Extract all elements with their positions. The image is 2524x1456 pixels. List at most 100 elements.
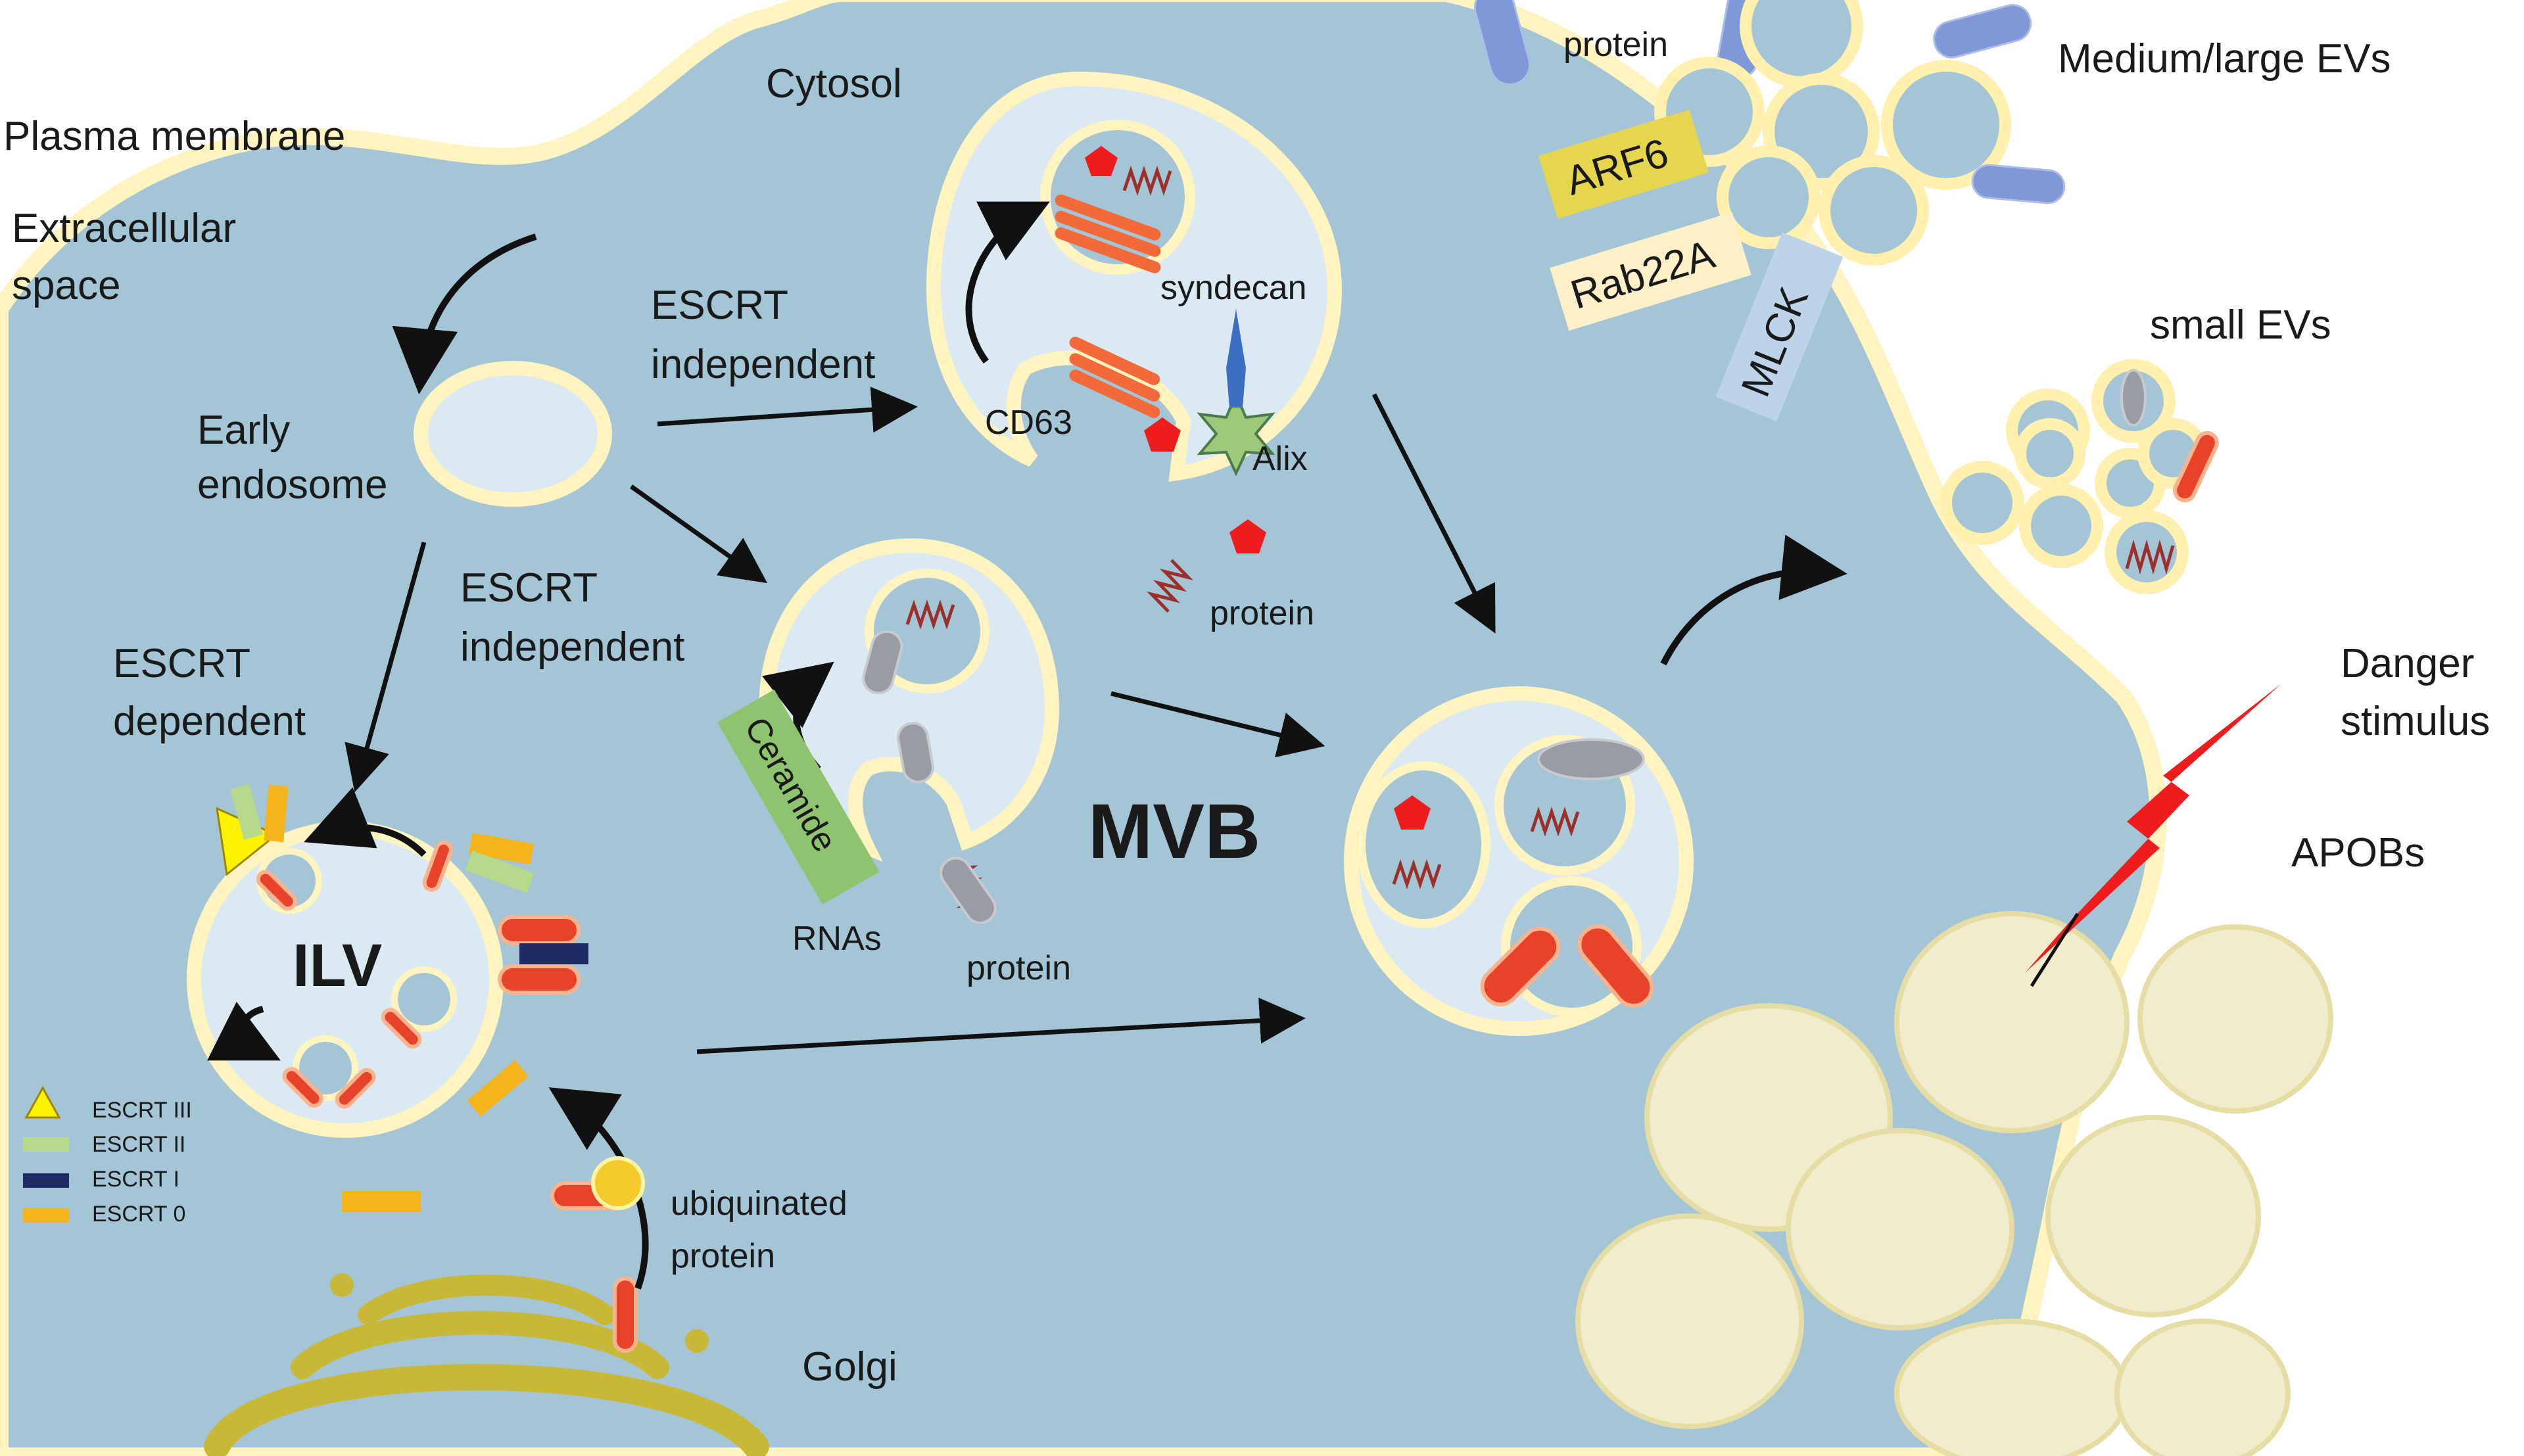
escrt-independent-mid-label-2: independent (460, 624, 684, 670)
small-evs-label: small EVs (2150, 302, 2331, 348)
surface-protein (1933, 4, 2032, 59)
apob (2137, 924, 2333, 1114)
endocytosis-arrow (392, 233, 537, 394)
medium-ev (1740, 0, 1863, 88)
escrt-independent-top-label-1: ESCRT (651, 283, 788, 328)
extracellular-label-2: space (12, 263, 120, 308)
ubiquitinated-cargo (335, 1068, 376, 1109)
ilv-mvb: ILV (187, 787, 504, 1138)
arrow-to-ilv-mvb (345, 542, 427, 793)
ilv-label: ILV (293, 932, 382, 999)
cd63-budding-arrow (965, 201, 1050, 364)
ilv-bud (391, 966, 457, 1032)
golgi-label: Golgi (802, 1344, 897, 1390)
escrt-dependent-label-2: dependent (113, 699, 306, 744)
ubiquitinated-cargo (498, 964, 581, 995)
ubiquitin-icon (591, 1156, 645, 1210)
lipid-cargo (1577, 924, 1654, 1008)
ubiquinated-label-2: protein (671, 1237, 775, 1275)
legend-escrt-iii-label: ESCRT III (92, 1098, 192, 1123)
cd63-tetraspanin (1055, 194, 1161, 273)
apoptotic-bodies (1575, 911, 2333, 1456)
bolt-pointer (2030, 912, 2080, 987)
plasma-membrane-label: Plasma membrane (3, 114, 345, 159)
early-endosome-vesicle (414, 361, 612, 507)
apob (1575, 1213, 1804, 1429)
escrt-0-icon (264, 784, 289, 843)
red-protein-icon (1144, 417, 1181, 452)
grey-protein (940, 857, 997, 925)
small-ev-rna (2125, 539, 2175, 575)
syndecan-label: syndecan (1160, 269, 1307, 307)
medium-large-evs-label: Medium/large EVs (2058, 36, 2391, 82)
arrow-ceramide-to-mvb (1110, 691, 1325, 758)
ubiquitinated-cargo (498, 915, 581, 945)
apob (1894, 1319, 2130, 1456)
legend-escrt-ii-icon (23, 1137, 69, 1152)
arrow-ilv-to-mvb (696, 997, 1306, 1054)
mvb-ilv (1356, 761, 1490, 928)
escrt-recycle-arrow (304, 787, 427, 857)
danger-label-2: stimulus (2341, 699, 2490, 744)
extracellular-label-1: Extracellular (12, 206, 236, 251)
small-ev (1940, 461, 2024, 545)
grey-protein (897, 722, 934, 784)
small-ev (2014, 418, 2085, 489)
surface-protein (1473, 0, 1531, 85)
mvb-label: MVB (1088, 788, 1260, 875)
golgi-vesicle (685, 1329, 709, 1353)
escrt-legend: ESCRT III ESCRT II ESCRT I ESCRT 0 (23, 1085, 192, 1227)
early-endosome-label-2: endosome (197, 462, 388, 507)
escrt-0-icon (468, 833, 535, 865)
danger-bolt-icon (2025, 684, 2281, 973)
syndecan-icon (1226, 309, 1246, 408)
danger-label-1: Danger (2341, 641, 2474, 686)
grey-protein (862, 630, 903, 695)
protein-top-label: protein (1563, 26, 1668, 64)
apob (1894, 911, 2130, 1133)
mvb (1344, 686, 1694, 1036)
lipid-cargo (1480, 926, 1561, 1007)
escrt-budding-arrow (207, 1001, 281, 1061)
exocytosis-arrow (1660, 534, 1847, 666)
golgi-cargo (613, 1277, 638, 1353)
escrt-independent-top-label-2: independent (651, 342, 875, 387)
ubiquitinated-protein (548, 1087, 649, 1290)
ceramide-mvb (758, 538, 1060, 862)
cytosol-label: Cytosol (766, 61, 902, 106)
apob (1786, 1128, 2014, 1330)
alix-star-icon (1197, 390, 1275, 477)
arrow-cd63-to-mvb (1371, 393, 1496, 634)
protein-ceramide-label: protein (966, 949, 1071, 987)
rnas-label: RNAs (792, 920, 882, 958)
legend-escrt-i-icon (23, 1173, 69, 1188)
rna-strand (1146, 559, 1194, 613)
small-ev (2019, 484, 2103, 568)
golgi-vesicle (330, 1273, 354, 1297)
escrt-0-icon (467, 1060, 529, 1117)
rna-strand (1530, 807, 1580, 837)
red-protein-icon (1394, 795, 1431, 830)
ubiquitinated-cargo (381, 1008, 422, 1049)
rna-strand (1392, 859, 1442, 889)
red-protein-icon (1085, 146, 1118, 176)
escrt-independent-mid-label-1: ESCRT (460, 565, 598, 611)
legend-escrt-0-label: ESCRT 0 (92, 1202, 185, 1227)
golgi-cisterna (204, 1364, 769, 1456)
golgi-cisterna (358, 1275, 615, 1325)
golgi (204, 1273, 769, 1456)
cd63-mvb (926, 71, 1343, 482)
small-ev-lipid (2173, 431, 2219, 503)
early-endosome-label-1: Early (197, 408, 290, 453)
ubiquinated-label-1: ubiquinated (671, 1185, 847, 1223)
arrow-to-cd63-mvb (657, 387, 918, 433)
ubiquitinated-cargo (256, 870, 297, 911)
medium-ev (1819, 155, 1929, 266)
surface-protein (1971, 164, 2066, 204)
small-ev (2105, 510, 2189, 594)
ubiquitinated-cargo (282, 1067, 323, 1108)
alix-label: Alix (1252, 440, 1308, 478)
escrt-0-icon (342, 1191, 421, 1212)
escrt-i-icon (519, 943, 588, 964)
